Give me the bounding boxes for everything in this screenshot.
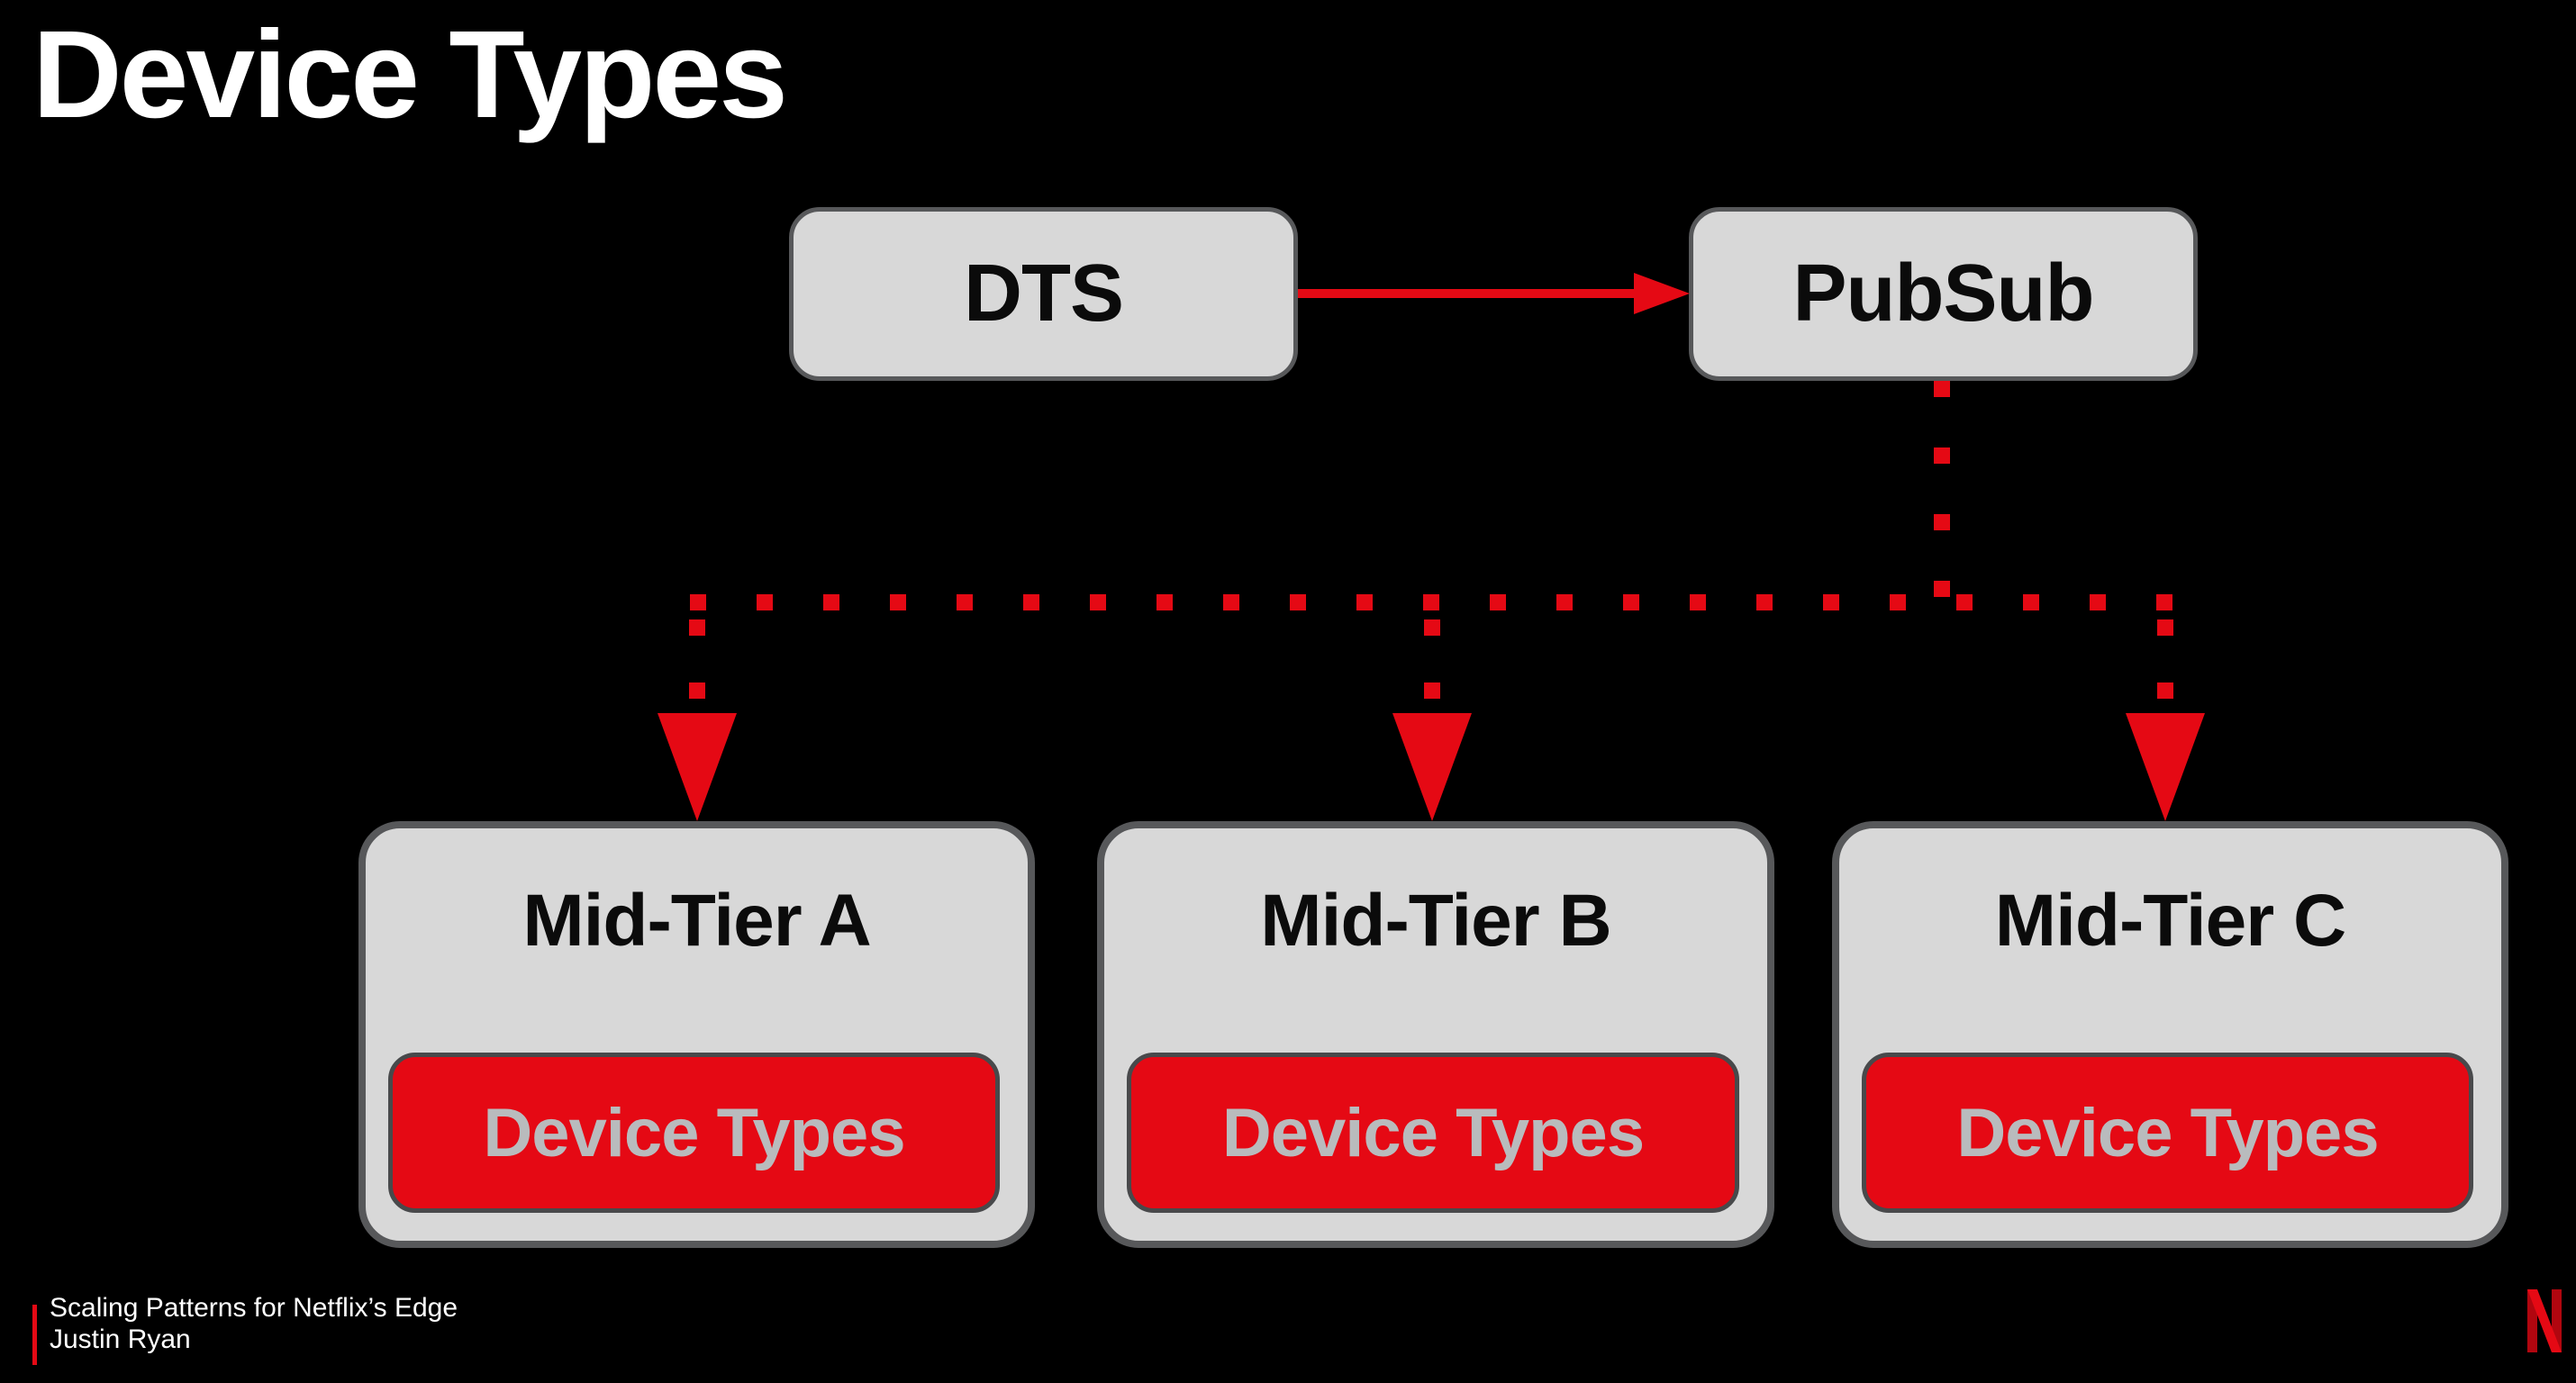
footer-deck-title: Scaling Patterns for Netflix’s Edge xyxy=(50,1293,458,1323)
mid-tier-b-node: Mid-Tier B Device Types xyxy=(1097,821,1774,1248)
pubsub-drop-connector xyxy=(1934,381,1950,602)
mid-tier-c-label: Mid-Tier C xyxy=(1994,880,2346,962)
device-types-chip-c-label: Device Types xyxy=(1956,1094,2379,1171)
footer-accent-bar xyxy=(32,1305,37,1365)
device-types-chip-b-label: Device Types xyxy=(1221,1094,1645,1171)
dts-to-pubsub-arrow-line xyxy=(1298,289,1637,298)
pubsub-label: PubSub xyxy=(1792,249,2095,339)
down-arrow-icon-b xyxy=(1392,713,1472,821)
branch-connector-b xyxy=(1424,610,1440,713)
mid-tier-a-label: Mid-Tier A xyxy=(522,880,871,962)
dts-label: DTS xyxy=(964,249,1124,339)
down-arrow-icon-c xyxy=(2126,713,2205,821)
branch-connector-a xyxy=(689,610,705,713)
footer-author: Justin Ryan xyxy=(50,1324,191,1354)
mid-tier-b-label: Mid-Tier B xyxy=(1260,880,1611,962)
device-types-chip-c: Device Types xyxy=(1862,1053,2473,1213)
fanout-horizontal-connector xyxy=(690,594,2181,610)
netflix-n-logo xyxy=(2527,1289,2562,1352)
footer-credits: Scaling Patterns for Netflix’s Edge Just… xyxy=(50,1292,458,1355)
pubsub-node: PubSub xyxy=(1689,207,2198,381)
dts-node: DTS xyxy=(789,207,1298,381)
device-types-chip-a-label: Device Types xyxy=(483,1094,905,1171)
mid-tier-c-node: Mid-Tier C Device Types xyxy=(1832,821,2508,1248)
branch-connector-c xyxy=(2157,610,2173,713)
mid-tier-a-node: Mid-Tier A Device Types xyxy=(358,821,1035,1248)
right-arrow-icon xyxy=(1634,273,1690,314)
down-arrow-icon-a xyxy=(658,713,737,821)
device-types-chip-a: Device Types xyxy=(388,1053,1000,1213)
device-types-chip-b: Device Types xyxy=(1127,1053,1739,1213)
page-title: Device Types xyxy=(32,5,788,144)
